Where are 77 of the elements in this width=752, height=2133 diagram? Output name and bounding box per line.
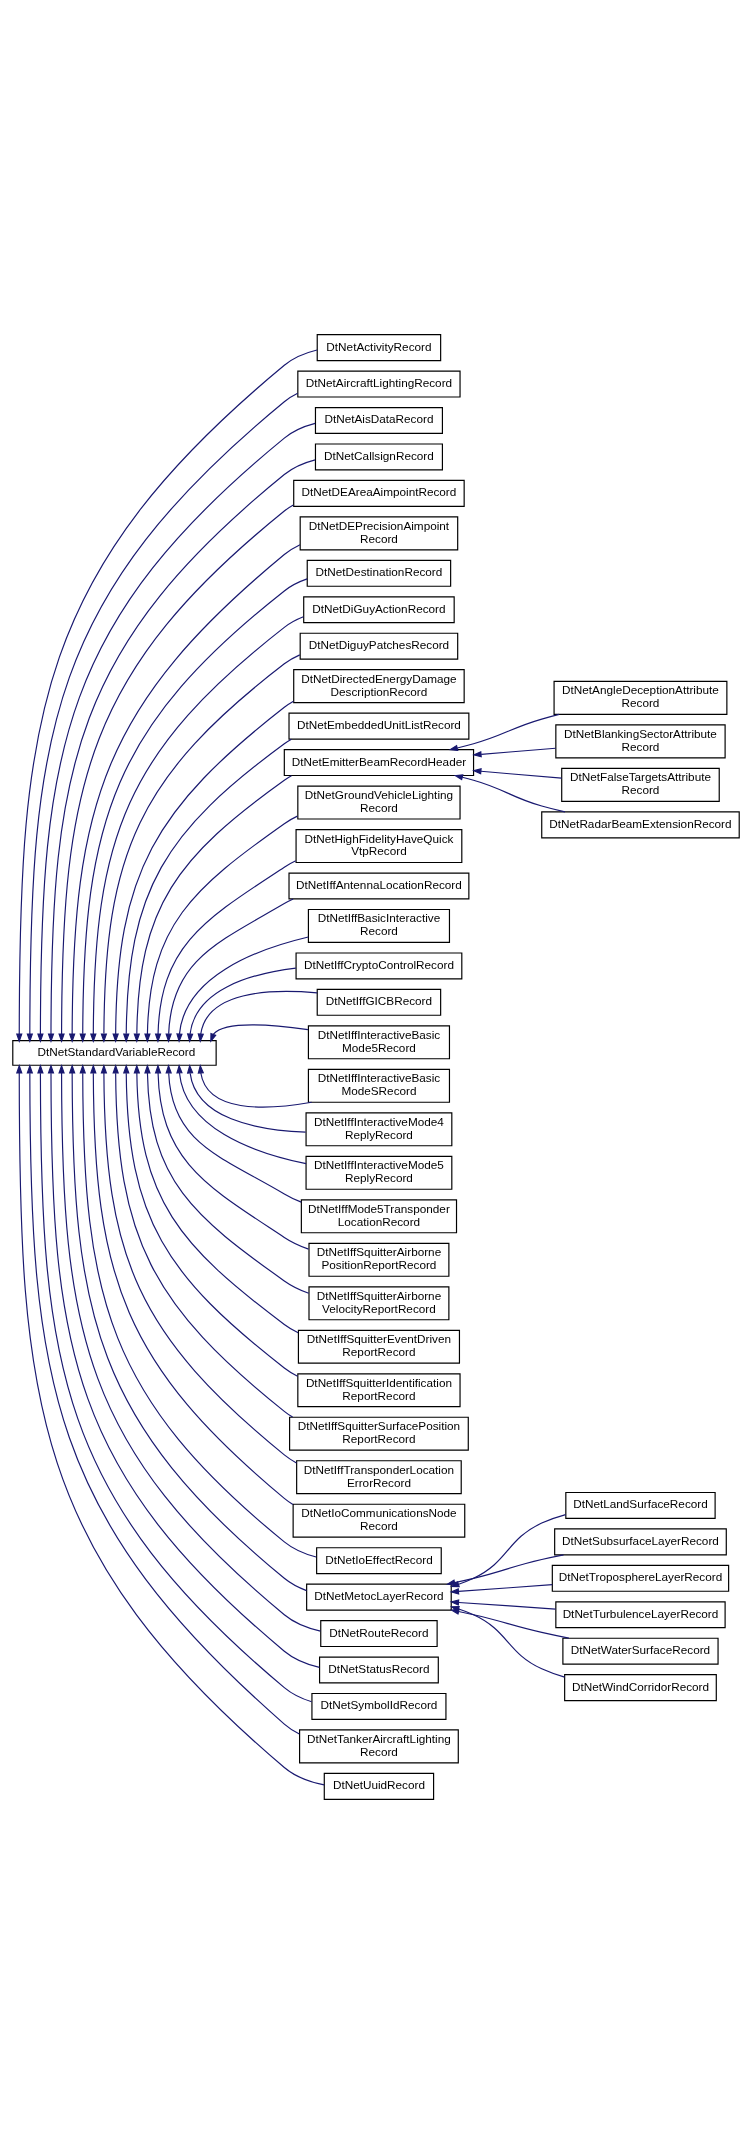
arrow [449,1598,557,1610]
node-box: DtNetWindCorridorRecord [564,1673,717,1701]
node-box: DtNetIffTransponderLocation ErrorRecord [296,1459,462,1494]
arrow [176,935,309,1043]
node-box: DtNetMetocLayerRecord [306,1583,452,1611]
node-box: DtNetFalseTargetsAttribute Record [561,767,720,802]
node-box: DtNetSymbolIdRecord [311,1692,447,1720]
node-box: DtNetSubsurfaceLayerRecord [554,1527,727,1555]
node-box: DtNetIffInteractiveBasic Mode5Record [307,1024,451,1059]
arrow [197,1063,313,1108]
arrow [453,773,566,812]
arrow [100,1063,298,1463]
node-box: DtNetRadarBeamExtensionRecord [541,810,740,838]
node-box: DtNetIffSquitterAirborne VelocityReportRecord [308,1285,450,1320]
arrow [15,348,318,1043]
arrow [90,1063,294,1505]
node-box: DtNetTurbulenceLayerRecord [555,1600,726,1628]
arrow [449,1583,553,1595]
node-box: DtNetIffSquitterSurfacePosition ReportRecord [289,1416,469,1451]
node-box: DtNetAisDataRecord [314,406,443,434]
arrow [176,1063,307,1164]
node-box: DtNetAngleDeceptionAttribute Record [553,680,728,715]
node-box: DtNetDiGuyActionRecord [303,595,455,623]
node-box: DtNetAircraftLightingRecord [297,370,461,398]
node-box: DtNetDEAreaAimpointRecord [293,479,465,507]
node-box: DtNetGroundVehicleLighting Record [297,785,461,820]
arrow [122,1063,299,1377]
node-box: DtNetIoEffectRecord [316,1546,442,1574]
node-box: DtNetIffSquitterIdentification ReportRecord [297,1372,461,1407]
node-box: DtNetIffCryptoControlRecord [295,951,463,979]
node-box: DtNetIffMode5Transponder LocationRecord [300,1198,458,1233]
node-box: DtNetIffInteractiveMode4 ReplyRecord [305,1111,453,1146]
node-box: DtNetIffInteractiveMode5 ReplyRecord [305,1155,453,1190]
arrow [186,1063,307,1133]
node-box: DtNetIoCommunicationsNode Record [292,1503,466,1538]
node-box: DtNetDirectedEnergyDamage DescriptionRecord [293,668,465,703]
arrow [144,815,298,1043]
node-box: DtNetWaterSurfaceRecord [562,1637,719,1665]
node-box: DtNetIffSquitterEventDriven ReportRecord [297,1329,461,1364]
arrow [122,738,292,1043]
node-box: DtNetIffAntennaLocationRecord [288,871,470,899]
node-box: DtNetBlankingSectorAttribute Record [555,723,726,758]
arrow [210,1023,309,1043]
arrow [472,767,563,779]
node-box: DtNetUuidRecord [323,1772,435,1800]
node-box: DtNetIffInteractiveBasic ModeSRecord [307,1068,451,1103]
arrow [165,898,294,1043]
node-box: DtNetTroposphereLayerRecord [551,1564,730,1592]
node-box: DtNetIffBasicInteractive Record [307,908,451,943]
node-box: DtNetDEPrecisionAimpoint Record [299,515,459,550]
node-box: DtNetIffGICBRecord [316,988,442,1016]
node-box: DtNetCallsignRecord [314,442,443,470]
arrow [133,1063,299,1333]
node-box: DtNetIffSquitterAirborne PositionReportRecord [308,1242,450,1277]
arrow [144,1063,310,1294]
arrow [154,859,297,1043]
node-box: DtNetStandardVariableRecord [12,1039,217,1066]
arrow [112,1063,294,1418]
arrow [154,1063,310,1250]
arrow [448,713,560,751]
node-box: DtNetActivityRecord [316,333,442,361]
arrow [197,990,318,1043]
arrow [472,747,557,758]
node-box: DtNetEmbeddedUnitListRecord [288,712,470,740]
arrow [112,700,295,1043]
arrow [165,1063,302,1203]
node-box: DtNetTankerAircraftLighting Record [299,1728,459,1763]
node-box: DtNetLandSurfaceRecord [565,1491,716,1519]
arrow [15,1063,325,1785]
node-box: DtNetDestinationRecord [306,559,452,587]
node-box: DtNetRouteRecord [320,1619,438,1647]
node-box: DtNetHighFidelityHaveQuick VtpRecord [295,828,463,863]
arrow [186,966,297,1043]
node-box: DtNetDiguyPatchesRecord [299,632,459,660]
node-box: DtNetStatusRecord [319,1656,439,1683]
node-box: DtNetEmitterBeamRecordHeader [283,748,475,776]
arrow [133,774,293,1043]
